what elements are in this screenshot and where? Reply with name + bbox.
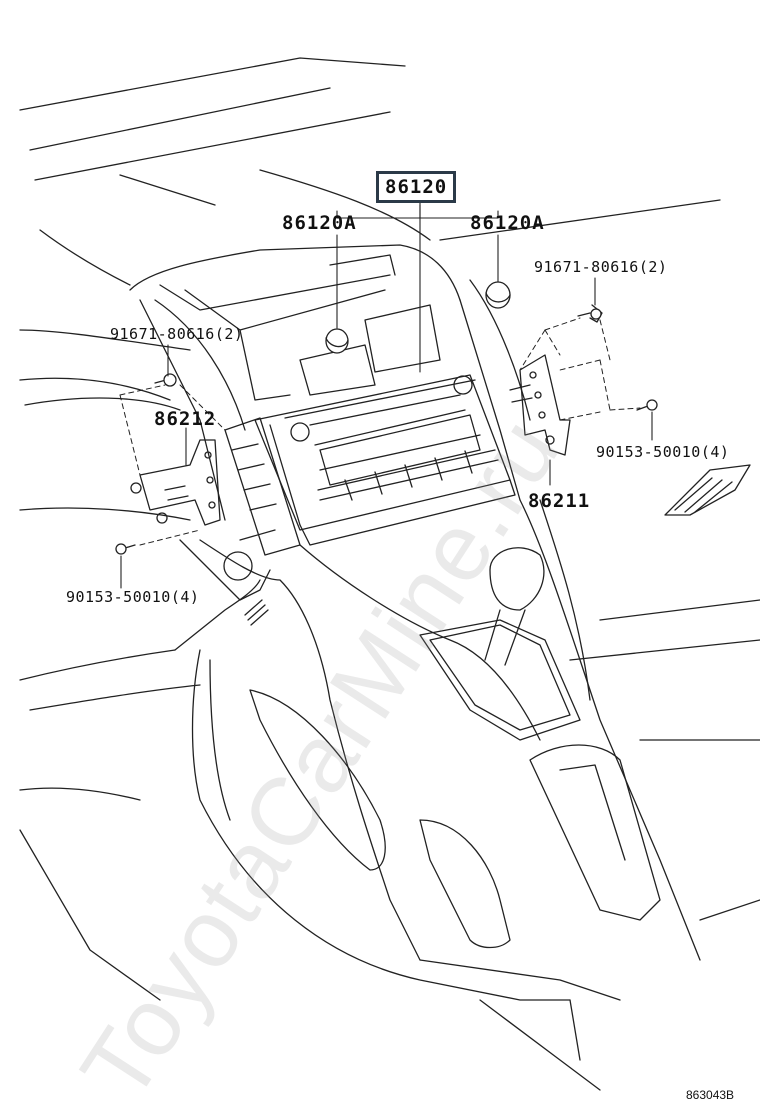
bolt-right-label[interactable]: 90153-50010(4) bbox=[596, 443, 730, 461]
center-console bbox=[191, 499, 701, 1091]
screw-right-top-label[interactable]: 91671-80616(2) bbox=[534, 258, 668, 276]
main-part-label[interactable]: 86120 bbox=[376, 171, 457, 203]
left-bracket bbox=[130, 439, 221, 526]
screw-left-top-part bbox=[154, 373, 177, 387]
right-vent bbox=[664, 464, 751, 516]
diagram-code: 863043B bbox=[686, 1088, 735, 1102]
bolt-left-part bbox=[115, 543, 136, 555]
cushion-right-label[interactable]: 86120A bbox=[470, 212, 545, 234]
phantom-lines bbox=[119, 317, 641, 546]
screw-right-top-part bbox=[577, 304, 603, 323]
dash-housing bbox=[129, 244, 531, 521]
bolt-right-part bbox=[636, 399, 658, 411]
bolt-left-label[interactable]: 90153-50010(4) bbox=[66, 588, 200, 606]
screw-left-top-label[interactable]: 91671-80616(2) bbox=[110, 325, 244, 343]
left-lower-trim bbox=[174, 539, 271, 651]
bracket-right-label[interactable]: 86211 bbox=[528, 490, 591, 512]
cushion-left-label[interactable]: 86120A bbox=[282, 212, 357, 234]
bracket-left-label[interactable]: 86212 bbox=[154, 408, 217, 430]
cushion-right-part bbox=[485, 281, 511, 309]
cushion-left-part bbox=[325, 328, 349, 354]
right-bracket bbox=[509, 354, 571, 456]
dashboard-outline bbox=[19, 57, 760, 1001]
leader-lines bbox=[120, 199, 653, 589]
